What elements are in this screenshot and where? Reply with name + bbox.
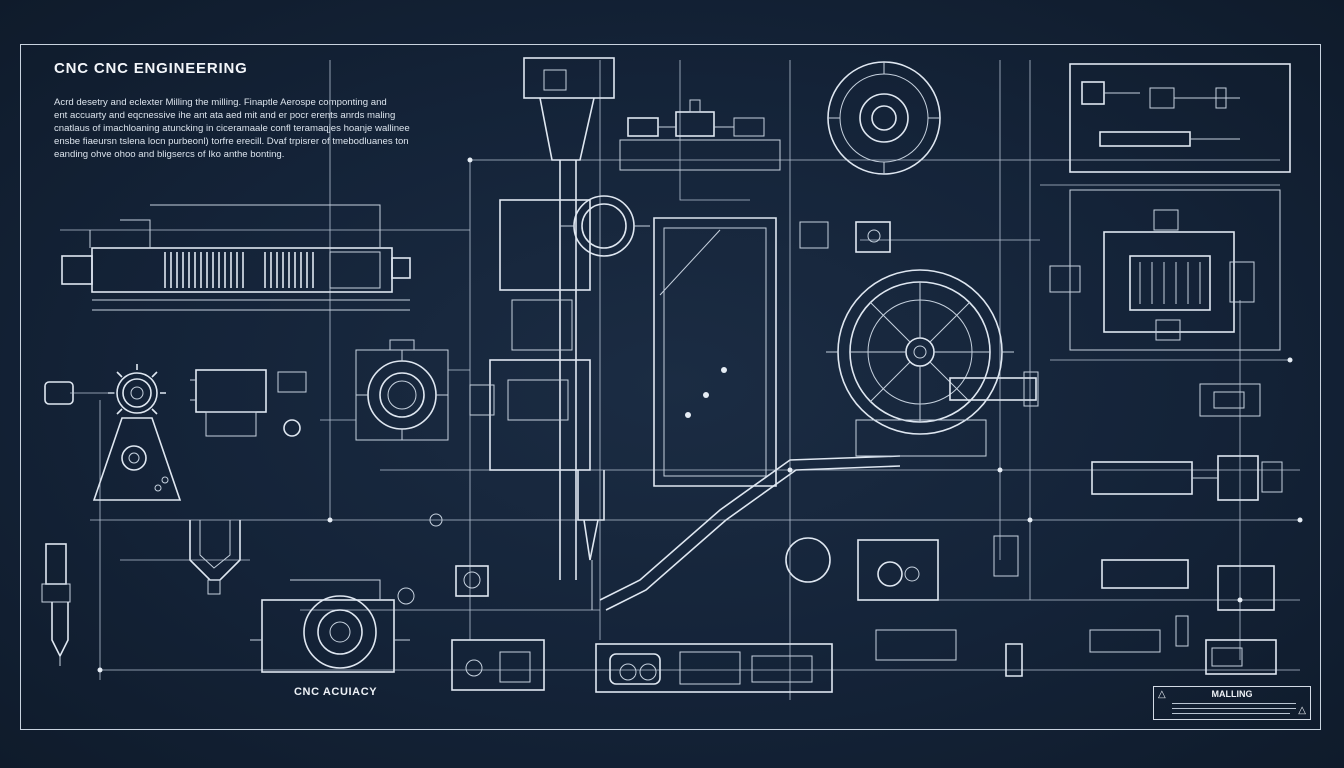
roller-bearing (320, 339, 470, 441)
detail-box-top (1069, 63, 1291, 173)
warning-triangle-icon: △ (1298, 705, 1306, 716)
rotary-table (826, 269, 1039, 457)
fork-bracket (189, 520, 241, 595)
gear-stand (44, 364, 182, 501)
base-plate (653, 217, 777, 487)
warning-text-line (1172, 703, 1296, 704)
description-line: Acrd desetry and eclexter Milling the mi… (54, 97, 387, 108)
blueprint-frame (20, 44, 1321, 730)
blueprint-title: CNC CNC ENGINEERING (54, 60, 248, 77)
warning-text-line (1172, 708, 1296, 709)
bottom-mechanism (451, 565, 833, 693)
description-line: ensbe fiaeursn tslena locn purbeonl) tor… (54, 136, 409, 147)
bearing-disk (827, 61, 941, 175)
coolant-pipe (599, 455, 901, 611)
connection-dots (97, 157, 1303, 673)
lead-screw-assembly (61, 204, 411, 311)
blueprint-description: Acrd desetry and eclexter Milling the mi… (54, 96, 456, 161)
pump-housing (250, 579, 415, 673)
small-parts (429, 221, 891, 583)
tool-holder (41, 543, 71, 666)
gearbox-top (619, 99, 781, 171)
diagram-caption: CNC ACUIACY (294, 686, 378, 698)
warning-label-text: MALLING (1211, 689, 1253, 699)
description-line: eanding ohve ohoo and bligsercs of Iko a… (54, 149, 285, 160)
actuator-right (1091, 383, 1283, 501)
dimension-lines (60, 60, 1300, 700)
ring-flange (560, 195, 650, 257)
warning-text-line (1172, 713, 1290, 714)
pump-assembly (1049, 189, 1281, 351)
bearing-housing (190, 369, 307, 437)
warning-label-box: △ △ MALLING (1153, 686, 1311, 720)
description-line: ent accuarty and eqcnessive ihe ant ata … (54, 110, 396, 121)
description-line: cnatlaus of imachloaning atuncking in ci… (54, 123, 410, 134)
spindle-head (469, 57, 615, 610)
lower-right-parts (857, 535, 1277, 677)
warning-triangle-icon: △ (1158, 689, 1166, 700)
